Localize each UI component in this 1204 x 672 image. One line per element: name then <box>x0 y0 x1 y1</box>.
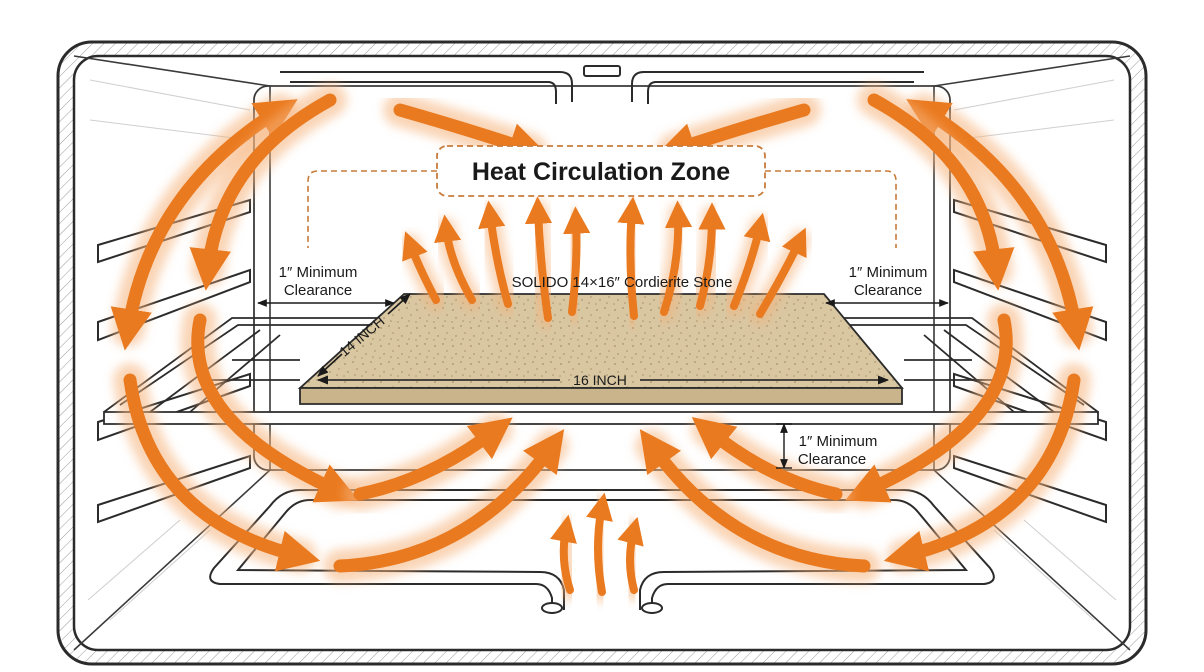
dimension-width-label: 16 INCH <box>573 372 627 388</box>
rising-heat-arrow <box>630 530 634 590</box>
rising-heat-arrow <box>538 210 548 318</box>
clearance-left-line1: 1″ Minimum <box>279 264 358 281</box>
clearance-left-line2: Clearance <box>284 282 352 299</box>
rising-heat-arrow <box>700 216 712 306</box>
diagram-title: Heat Circulation Zone <box>472 158 730 186</box>
stone-label: SOLIDO 14×16″ Cordierite Stone <box>512 274 733 291</box>
rising-heat-arrow <box>572 220 577 312</box>
clearance-bottom-line2: Clearance <box>798 451 866 468</box>
rising-heat-arrow <box>630 210 634 316</box>
clearance-right-line1: 1″ Minimum <box>849 264 928 281</box>
clearance-right-line2: Clearance <box>854 282 922 299</box>
rising-heat-arrow <box>564 528 570 590</box>
heat-zone-title: Heat Circulation Zone <box>437 146 765 196</box>
clearance-bottom-line1: 1″ Minimum <box>799 433 878 450</box>
rising-heat-arrow <box>598 506 602 592</box>
